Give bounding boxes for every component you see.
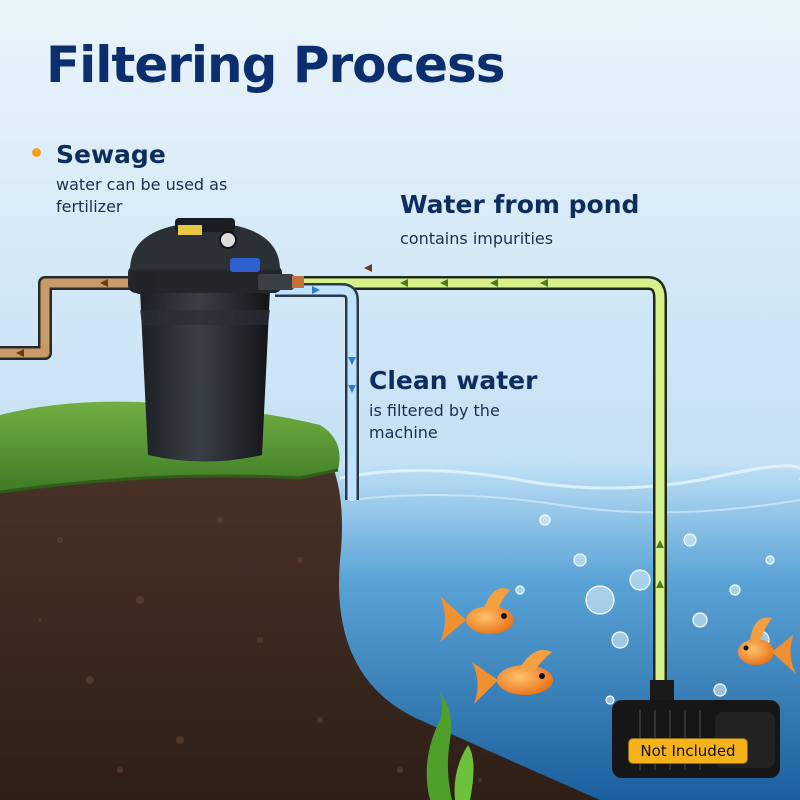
bubble bbox=[683, 533, 697, 547]
bubble bbox=[605, 695, 615, 705]
bubble bbox=[611, 631, 629, 649]
seaweed bbox=[426, 690, 474, 800]
bubble bbox=[765, 555, 775, 565]
goldfish bbox=[440, 588, 514, 642]
not-included-badge: Not Included bbox=[628, 738, 748, 764]
sewage-title: Sewage bbox=[56, 140, 166, 169]
bubble bbox=[713, 683, 727, 697]
soil-texture bbox=[38, 517, 482, 782]
copper-fitting bbox=[292, 276, 304, 288]
grass-edge bbox=[0, 468, 339, 494]
flow-arrow-pond bbox=[364, 264, 372, 272]
clean-pipe bbox=[275, 283, 359, 500]
clean-water-subtitle: is filtered by the machine bbox=[369, 401, 500, 442]
tank-body bbox=[140, 290, 270, 462]
bubble bbox=[539, 514, 551, 526]
tank-band bbox=[140, 310, 270, 325]
sewage-subtitle: water can be used as fertilizer bbox=[56, 175, 228, 216]
water-surface-2 bbox=[349, 494, 800, 514]
page-title: Filtering Process bbox=[46, 36, 506, 94]
goldfish bbox=[472, 650, 553, 704]
goldfish bbox=[738, 617, 796, 674]
bubble bbox=[515, 585, 525, 595]
sewage-pipe bbox=[0, 276, 140, 360]
bubble bbox=[629, 569, 651, 591]
pond-pipe bbox=[300, 276, 667, 690]
pond-arrows bbox=[400, 279, 664, 588]
sewage-dot-icon bbox=[32, 148, 41, 157]
bubble bbox=[692, 612, 708, 628]
lid-label bbox=[178, 225, 202, 235]
clean-water-title: Clean water bbox=[369, 366, 538, 395]
sewage-arrow bbox=[16, 349, 24, 357]
bubble bbox=[573, 553, 587, 567]
clean-arrows bbox=[312, 286, 356, 393]
water-surface bbox=[339, 464, 800, 490]
pressure-gauge bbox=[219, 231, 237, 249]
soil-cliff bbox=[0, 430, 600, 800]
filter-tank bbox=[128, 218, 304, 462]
sewage-arrow bbox=[100, 279, 108, 287]
pond-title: Water from pond bbox=[400, 190, 640, 219]
blue-valve bbox=[230, 258, 260, 272]
inlet-valve bbox=[135, 272, 157, 294]
outlet-valve bbox=[258, 274, 294, 290]
bubble bbox=[729, 584, 741, 596]
bubble bbox=[585, 585, 615, 615]
pond-subtitle: contains impurities bbox=[400, 229, 554, 248]
